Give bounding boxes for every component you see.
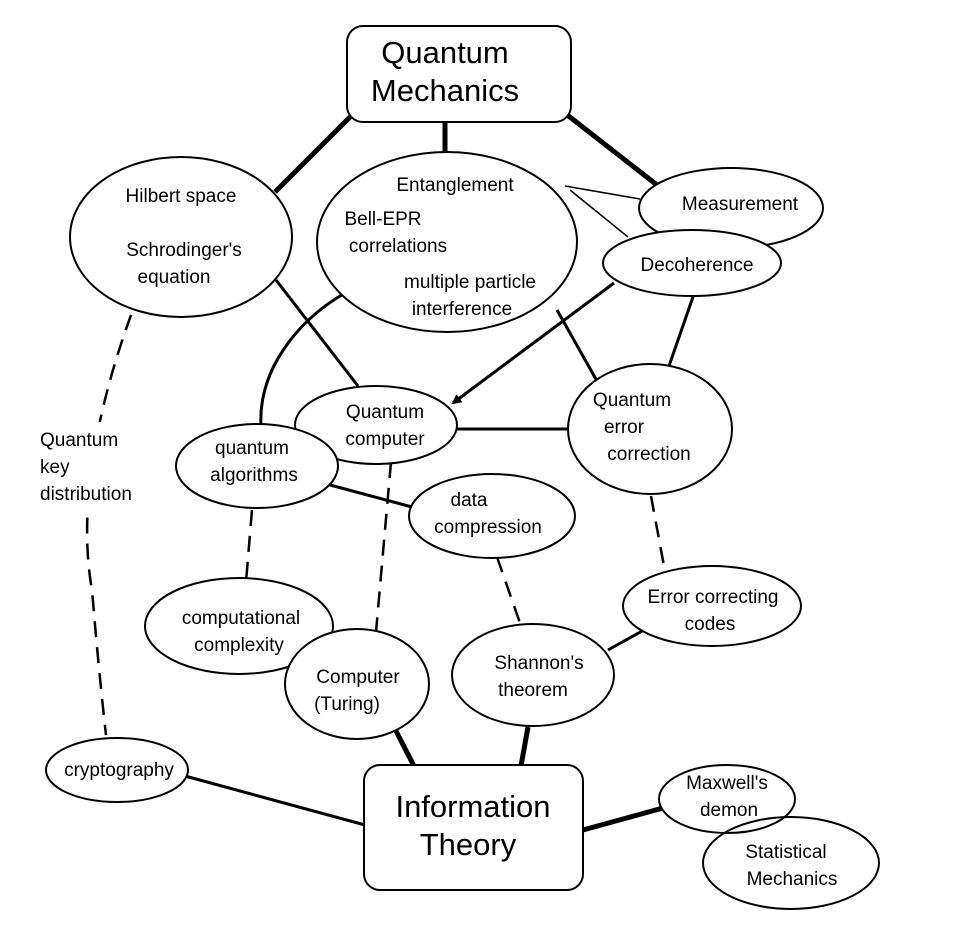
node-label: equation — [138, 267, 211, 288]
node-label: cryptography — [64, 760, 174, 781]
node-label: Bell-EPR — [344, 209, 421, 230]
node-error-correcting-codes: Error correcting codes — [622, 565, 802, 647]
node-label: algorithms — [210, 465, 298, 486]
node-label: Schrodinger's — [126, 240, 242, 261]
node-label: correction — [607, 444, 690, 465]
edge-shannon-infotheory — [518, 726, 531, 767]
node-label: (Turing) — [314, 694, 380, 715]
node-label: Error correcting — [648, 587, 779, 608]
node-label: data — [451, 490, 488, 511]
edge-infotheory-maxwell — [582, 805, 664, 833]
node-label: Maxwell's — [686, 773, 768, 794]
node-quantum-computer: Quantum computer — [294, 385, 458, 465]
node-label: codes — [685, 614, 736, 635]
edge-entanglement-decoherence — [569, 189, 629, 238]
edge-qm-hilbert — [273, 113, 354, 194]
node-label: Theory — [420, 827, 517, 862]
edge-qec-errorcodes-dashed — [649, 495, 666, 567]
node-label: Quantum — [346, 402, 424, 423]
node-label: computational — [182, 608, 300, 629]
edge-qm-measurement — [564, 112, 659, 187]
node-quantum-algorithms: quantum algorithms — [175, 423, 339, 509]
node-quantum-error-correction: Quantum error correction — [567, 363, 733, 495]
node-maxwells-demon: Maxwell's demon — [658, 764, 796, 834]
node-label: complexity — [194, 635, 284, 656]
edge-qalgorithms-datacompression — [329, 483, 413, 509]
edges — [85, 112, 696, 833]
node-shannons-theorem: Shannon's theorem — [451, 623, 615, 727]
node-label: Shannon's — [494, 653, 583, 674]
edge-cryptography-infotheory — [184, 774, 366, 827]
node-label: theorem — [498, 680, 568, 701]
edge-decoherence-qec — [667, 293, 696, 367]
edge-turing-infotheory — [393, 729, 417, 768]
edge-entanglement-measurement — [564, 185, 641, 200]
node-label: demon — [700, 800, 758, 821]
edge-qcomputer-turing-dashed — [374, 461, 393, 633]
node-computational-complexity: computational complexity — [144, 577, 334, 675]
node-label: Mechanics — [747, 869, 838, 890]
node-label: correlations — [349, 236, 447, 257]
edge-decoherence-qcomputer-arrow — [451, 281, 615, 405]
node-label: quantum — [215, 438, 289, 459]
edge-label-quantum-key-distribution: Quantum key distribution — [34, 422, 156, 508]
node-statistical-mechanics: Statistical Mechanics — [702, 816, 880, 910]
edge-label-line: key — [40, 457, 70, 478]
edge-qalgorithms-complexity-dashed — [244, 509, 254, 583]
node-decoherence: Decoherence — [602, 229, 782, 297]
node-label: compression — [434, 517, 542, 538]
node-computer-turing: Computer (Turing) — [284, 628, 430, 740]
edge-entanglement-qalgorithms — [259, 291, 346, 427]
node-label: Entanglement — [396, 175, 514, 196]
edge-label-line: Quantum — [40, 430, 118, 451]
node-label: Measurement — [682, 194, 799, 215]
node-label: Quantum — [381, 35, 509, 70]
node-label: computer — [345, 429, 425, 450]
node-information-theory: Information Theory — [363, 764, 584, 891]
node-label: multiple particle — [404, 272, 536, 293]
node-hilbert-space: Hilbert space Schrodinger's equation — [69, 156, 293, 318]
node-quantum-mechanics: Quantum Mechanics — [346, 25, 572, 123]
edge-datacompression-shannon-dashed — [495, 556, 522, 624]
edge-hilbert-cryptography-dashed — [85, 314, 133, 736]
node-entanglement: Entanglement Bell-EPR correlations multi… — [316, 151, 578, 333]
node-label: Hilbert space — [126, 186, 237, 207]
node-data-compression: data compression — [408, 473, 576, 559]
edge-hilbert-qcomputer — [274, 279, 360, 387]
edge-errorcodes-shannon — [607, 628, 645, 652]
node-label: Decoherence — [640, 255, 753, 276]
node-label: Mechanics — [371, 73, 519, 108]
node-label: error — [604, 417, 645, 438]
node-cryptography: cryptography — [45, 737, 189, 803]
node-label: Information — [395, 789, 550, 824]
node-label: interference — [412, 299, 512, 320]
edge-label-line: distribution — [40, 484, 132, 505]
node-label: Statistical — [745, 842, 826, 863]
node-label: Computer — [316, 667, 400, 688]
node-label: Quantum — [593, 390, 671, 411]
